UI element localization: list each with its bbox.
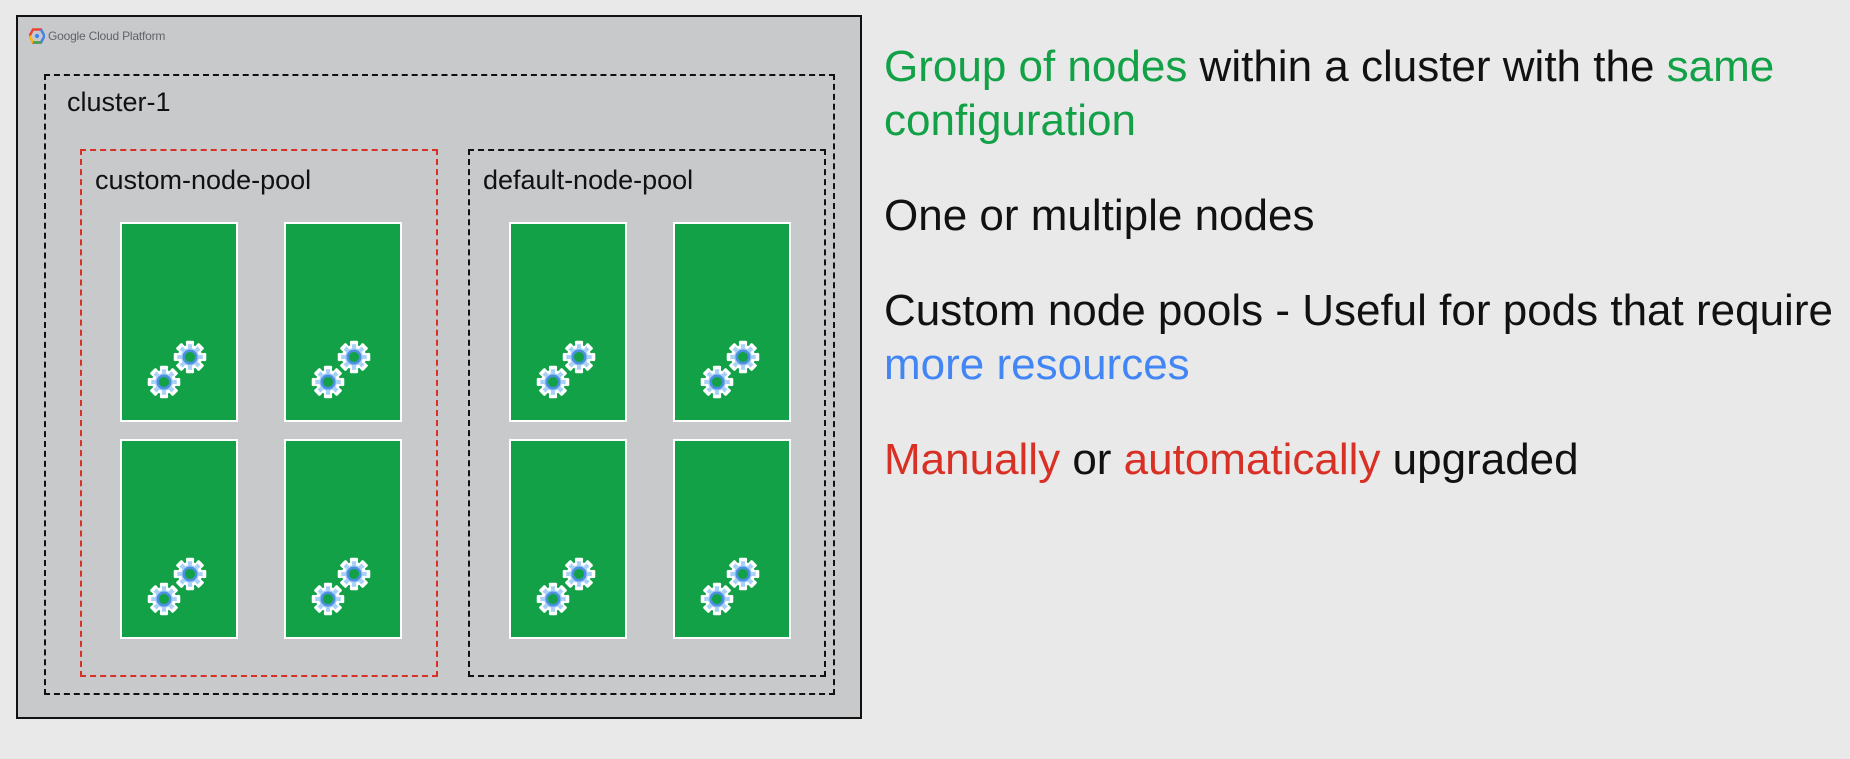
node [120, 439, 238, 639]
gears-icon [536, 340, 596, 399]
gear-icon [726, 340, 760, 374]
gear-icon [700, 365, 734, 399]
node [284, 439, 402, 639]
gears-icon [147, 557, 207, 616]
custom-node-pool-box: custom-node-pool [80, 149, 438, 677]
node [509, 439, 627, 639]
gear-icon [311, 582, 345, 616]
bullet-custom-node-pools: Custom node pools - Useful for pods that… [884, 284, 1834, 392]
gears-icon [311, 340, 371, 399]
node [673, 222, 791, 422]
gcp-logo: Google Cloud Platform [29, 27, 165, 45]
node [284, 222, 402, 422]
gears-icon [700, 340, 760, 399]
highlight-group-of-nodes: Group of nodes [884, 42, 1188, 91]
text-segment: One or multiple nodes [884, 191, 1315, 240]
gears-icon [147, 340, 207, 399]
diagram-frame: Google Cloud Platform cluster-1 custom-n… [16, 15, 862, 719]
gear-icon [173, 340, 207, 374]
pool-label: default-node-pool [483, 165, 694, 195]
highlight-automatically: automatically [1123, 435, 1381, 484]
gear-icon [337, 340, 371, 374]
bullet-upgrades: Manually or automatically upgraded [884, 433, 1834, 487]
gear-icon [147, 365, 181, 399]
gears-icon [311, 557, 371, 616]
gears-icon [536, 557, 596, 616]
gear-icon [173, 557, 207, 591]
node [120, 222, 238, 422]
gear-icon [311, 365, 345, 399]
bullet-multiple-nodes: One or multiple nodes [884, 189, 1834, 243]
text-segment: upgraded [1380, 435, 1579, 484]
node [673, 439, 791, 639]
node [509, 222, 627, 422]
text-segment: Custom node pools - Useful for pods that… [884, 286, 1833, 335]
text-segment: or [1060, 435, 1124, 484]
highlight-same-configuration: same configuration [884, 42, 1775, 145]
gear-icon [700, 582, 734, 616]
gcp-logo-text: Google Cloud Platform [48, 29, 166, 43]
gears-icon [700, 557, 760, 616]
gear-icon [726, 557, 760, 591]
bullet-group-of-nodes: Group of nodes within a cluster with the… [884, 40, 1834, 148]
highlight-manually: Manually [884, 435, 1061, 484]
highlight-more-resources: more resources [884, 340, 1190, 389]
cluster-label: cluster-1 [67, 87, 171, 117]
gear-icon [536, 365, 570, 399]
gear-icon [562, 340, 596, 374]
default-node-pool-box: default-node-pool [468, 149, 826, 677]
gear-icon [562, 557, 596, 591]
gear-icon [536, 582, 570, 616]
text-segment: within a cluster with the [1187, 42, 1667, 91]
text-area: Group of nodes within a cluster with the… [884, 40, 1834, 528]
cluster-box: cluster-1 custom-node-pool default-node-… [44, 74, 835, 695]
gear-icon [337, 557, 371, 591]
gear-icon [147, 582, 181, 616]
pool-label: custom-node-pool [95, 165, 312, 195]
google-cloud-hexagon-icon [29, 28, 45, 44]
